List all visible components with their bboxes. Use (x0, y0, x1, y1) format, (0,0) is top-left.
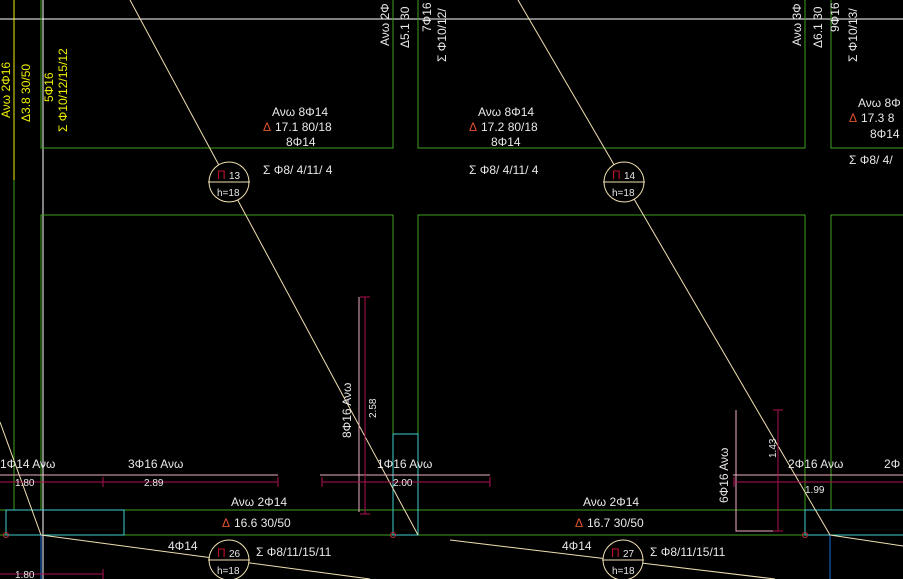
beam-stirrups: Σ Φ8/11/15/11 (650, 545, 726, 559)
beam-top-1[interactable]: Ανω 8Φ14 Δ 17.1 80/18 8Φ14 Σ Φ8/ 4/11/ 4 (263, 105, 333, 177)
slab-number: 27 (623, 549, 635, 560)
rebar-label: 2Φ (884, 457, 900, 471)
delta-symbol: Δ (222, 516, 230, 530)
beam-stirrups: Σ Φ8/ 4/ (849, 153, 893, 167)
delta-symbol: Δ (469, 120, 477, 134)
beam-stirrups: Σ Φ8/ 4/11/ 4 (263, 163, 333, 177)
beam-outlines (5, 433, 903, 536)
rebar-length: 1.99 (805, 485, 825, 496)
rebar-label: 1Φ14 Ανω (0, 457, 55, 471)
rebar-length: 1.80 (15, 570, 35, 579)
column-label: Δ6.1 30 (811, 6, 825, 48)
slab-height: h=18 (217, 188, 240, 199)
slab-prefix: Π (217, 168, 226, 182)
node-marker (390, 532, 396, 538)
beam-name: 16.7 30/50 (587, 516, 644, 530)
beam-stirrups: Σ Φ8/11/15/11 (256, 545, 332, 559)
slab-marker-2[interactable]: Π 14 h=18 (603, 161, 645, 203)
slab-prefix: Π (612, 168, 621, 182)
beam-bottom-rebar: 8Φ14 (491, 135, 521, 149)
beam-bottom-rebar: 8Φ14 (870, 127, 900, 141)
column-right-labels: Ανω 3Φ Δ6.1 30 9Φ16 Σ Φ10/13/ (790, 2, 860, 62)
column-label: 7Φ16 (420, 2, 434, 32)
node-marker (802, 532, 808, 538)
column-label: Ανω 3Φ (790, 3, 804, 46)
rebar-labels: 1Φ14 Ανω 1.80 3Φ16 Ανω 2.89 1Φ16 Ανω 2.0… (0, 383, 900, 579)
slab-outlines (0, 0, 903, 536)
dimension-lines (0, 296, 903, 579)
beam-top-3[interactable]: Ανω 8Φ Δ 17.3 8 8Φ14 Σ Φ8/ 4/ (849, 96, 901, 167)
delta-symbol: Δ (263, 120, 271, 134)
slab-marker-1[interactable]: Π 13 h=18 (208, 161, 250, 203)
delta-symbol: Δ (849, 111, 857, 125)
column-label: Σ Φ10/13/ (846, 8, 860, 62)
column-label: Σ Φ10/12/15/12 (56, 48, 70, 132)
delta-symbol: Δ (575, 516, 583, 530)
rebar-label: 1Φ16 Ανω (377, 457, 432, 471)
slab-prefix: Π (217, 546, 226, 560)
column-label: Ανω 2Φ (378, 3, 392, 46)
slab-height: h=18 (217, 566, 240, 577)
beam-name: 17.3 8 (861, 111, 895, 125)
slab-height: h=18 (612, 566, 635, 577)
column-label: 5Φ16 (42, 72, 56, 102)
beam-top-rebar: Ανω 2Φ14 (231, 495, 287, 509)
rebar-label: 3Φ16 Ανω (128, 457, 183, 471)
beam-bottom-1[interactable]: Ανω 2Φ14 Δ 16.6 30/50 4Φ14 Σ Φ8/11/15/11 (168, 495, 332, 559)
rebar-lines (0, 297, 903, 532)
rebar-length: 2.00 (393, 478, 413, 489)
beam-bottom-rebar: 4Φ14 (168, 539, 198, 553)
column-left-labels: Ανω 2Φ16 Δ3.8 30/50 5Φ16 Σ Φ10/12/15/12 (0, 48, 70, 132)
column-label: Σ Φ10/12/ (435, 8, 449, 62)
column-label: Δ3.8 30/50 (19, 64, 33, 122)
rebar-length: 1.43 (768, 438, 779, 458)
column-label: Δ5.1 30 (398, 6, 412, 48)
beam-top-2[interactable]: Ανω 8Φ14 Δ 17.2 80/18 8Φ14 Σ Φ8/ 4/11/ 4 (469, 105, 539, 177)
beam-top-rebar: Ανω 2Φ14 (583, 495, 639, 509)
beam-bottom-rebar: 4Φ14 (562, 539, 592, 553)
slab-marker-4[interactable]: Π 27 h=18 (602, 539, 644, 579)
beam-top-rebar: Ανω 8Φ14 (272, 105, 328, 119)
beam-bottom-rebar: 8Φ14 (286, 135, 316, 149)
column-label: 9Φ16 (828, 2, 842, 32)
beam-bottom-2[interactable]: Ανω 2Φ14 Δ 16.7 30/50 4Φ14 Σ Φ8/11/15/11 (562, 495, 726, 559)
rebar-label: 6Φ16 Ανω (717, 448, 731, 503)
node-marker (3, 532, 9, 538)
slab-prefix: Π (611, 546, 620, 560)
rebar-length: 2.58 (368, 398, 379, 418)
slab-height: h=18 (612, 188, 635, 199)
rebar-length: 1.80 (15, 478, 35, 489)
beam-name: 17.1 80/18 (275, 120, 332, 134)
slab-marker-3[interactable]: Π 26 h=18 (208, 539, 250, 579)
beam-name: 16.6 30/50 (234, 516, 291, 530)
column-mid-labels: Ανω 2Φ Δ5.1 30 7Φ16 Σ Φ10/12/ (378, 2, 449, 62)
slab-number: 13 (229, 171, 241, 182)
beam-top-rebar: Ανω 8Φ (858, 96, 901, 110)
rebar-length: 2.89 (144, 478, 164, 489)
slab-number: 26 (229, 549, 241, 560)
beam-stirrups: Σ Φ8/ 4/11/ 4 (469, 163, 539, 177)
beam-name: 17.2 80/18 (481, 120, 538, 134)
beam-top-rebar: Ανω 8Φ14 (478, 105, 534, 119)
column-label: Ανω 2Φ16 (0, 62, 13, 118)
rebar-label: 2Φ16 Ανω (788, 457, 843, 471)
slab-number: 14 (624, 171, 636, 182)
rebar-label: 8Φ16 Ανω (340, 383, 354, 438)
